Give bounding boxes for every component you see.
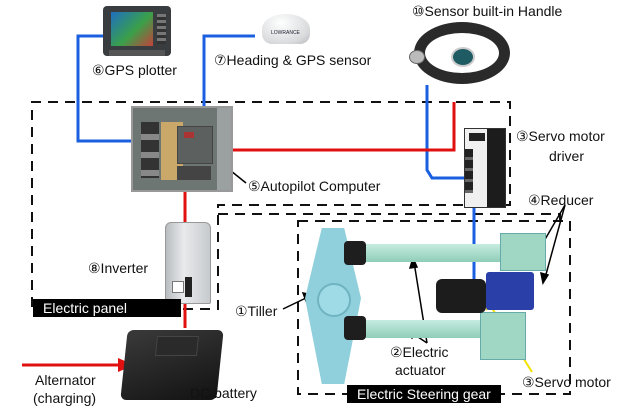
cabinet-door-hinge [217,108,231,190]
label-servo-motor: ③Servo motor [522,374,611,390]
label-autopilot-computer: ⑤Autopilot Computer [248,178,381,194]
battery-top-ridge [154,336,200,356]
wire-heading-sensor [202,34,255,120]
label-tiller: ①Tiller [235,303,278,319]
driver-display [469,133,485,141]
power-computer-to-driver [230,102,456,152]
label-electric-actuator-2: actuator [395,362,446,378]
label-alternator-2: (charging) [33,390,97,406]
actuator-lower-boot [344,316,366,340]
servo-motor-body [436,279,486,313]
label-reducer: ④Reducer [528,192,594,208]
cabinet-terminal-block [177,166,211,180]
gps-plotter-device [103,6,171,56]
gps-plotter-keypad [157,14,166,44]
actuator-upper-cylinder [360,244,510,262]
heading-gps-sensor-dome: LOWRANCE [262,14,310,44]
inverter-outlet [172,281,184,293]
steering-handle-hub [451,47,475,67]
cabinet-relays [141,122,159,178]
handle-sensor-knob [409,50,425,64]
label-gps-plotter: ⑥GPS plotter [92,62,177,78]
actuator-upper-boot [344,241,366,265]
label-sensor-handle: ⑩Sensor built-in Handle [412,3,563,19]
label-inverter: ⑧Inverter [88,260,149,276]
wire-gps-plotter [76,34,176,143]
steering-dashed-top [218,213,561,221]
steering-handle-wheel [414,22,510,84]
gps-plotter-screen [111,12,153,46]
autopilot-computer-unit [177,126,213,164]
computer-display [184,132,194,138]
label-heading-gps-sensor: ⑦Heading & GPS sensor [214,52,372,68]
autopilot-cabinet [131,106,233,192]
driver-connectors [465,149,473,193]
actuator-lower-cylinder [350,320,510,338]
label-dc-battery: DC battery [190,385,257,401]
steering-gear-tag: Electric Steering gear [347,385,501,403]
inverter-terminals [185,277,192,297]
electric-panel-tag: Electric panel [33,299,181,317]
label-alternator-1: Alternator [35,372,96,388]
wire-handle-to-driver [425,85,468,180]
gps-plotter-stand [109,50,165,56]
label-servo-driver-1: ③Servo motor [516,128,605,144]
reducer-body [486,272,534,310]
lower-gearbox [480,312,526,360]
label-electric-actuator-1: ②Electric [390,344,449,360]
sensor-brand-text: LOWRANCE [271,30,300,36]
tiller-hub [317,283,351,317]
upper-gearbox [500,233,546,271]
label-servo-driver-2: driver [549,148,585,164]
electric-panel-boundary [31,101,511,310]
servo-motor-driver-device [464,128,506,208]
inverter-device [165,222,211,304]
